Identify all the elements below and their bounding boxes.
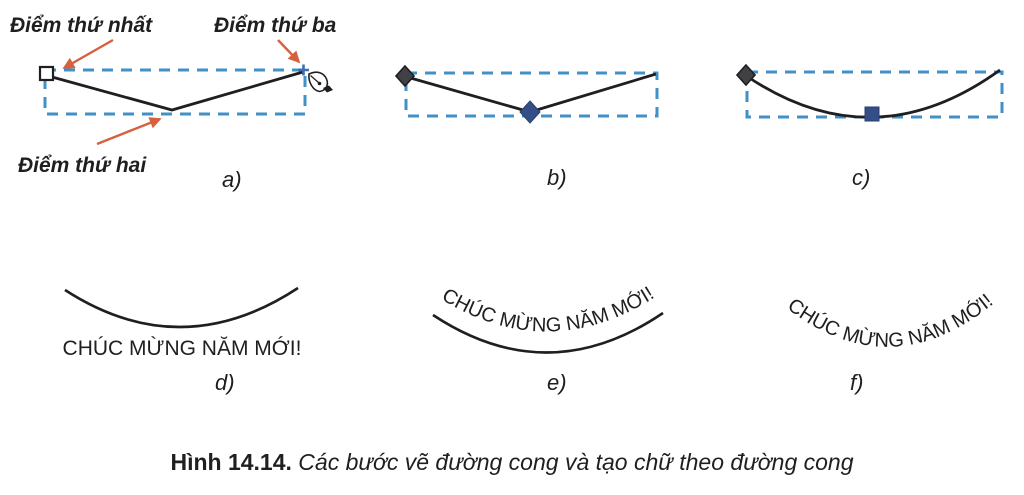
pen-tool-cursor-icon — [308, 71, 333, 93]
anchor-plus-icon — [298, 64, 309, 76]
end-node-diamond — [735, 63, 757, 87]
step-panel-f: CHÚC MỪNG NĂM MỚI! f) — [783, 290, 997, 395]
step-panel-b: b) — [394, 64, 659, 190]
panel-letter-c: c) — [852, 165, 870, 190]
figure-caption: Hình 14.14. Các bước vẽ đường cong và tạ… — [0, 449, 1024, 476]
figure-description: Các bước vẽ đường cong và tạo chữ theo đ… — [298, 449, 854, 475]
first-node-square — [38, 65, 55, 82]
step-panel-e: CHÚC MỪNG NĂM MỚI! e) — [432, 283, 664, 395]
end-node-diamond — [394, 64, 416, 88]
selection-box — [43, 68, 307, 116]
third-point-arrow — [277, 39, 301, 64]
greeting-text-colored: CHÚC MỪNG NĂM MỚI! — [783, 290, 997, 352]
panel-letter-e: e) — [547, 370, 567, 395]
drawn-polyline — [51, 70, 304, 112]
panel-letter-b: b) — [547, 165, 567, 190]
drawn-curve — [432, 311, 664, 354]
second-point-arrow — [96, 117, 162, 146]
step-panel-c: c) — [735, 63, 1004, 190]
selected-node-square — [864, 106, 880, 122]
panel-letter-a: a) — [222, 167, 242, 192]
first-point-arrow — [62, 38, 114, 70]
selected-node-diamond — [519, 100, 541, 124]
step-panel-d: CHÚC MỪNG NĂM MỚI! d) — [63, 286, 302, 395]
figure-number: Hình 14.14. — [170, 449, 292, 475]
third-point-label: Điểm thứ ba — [214, 14, 337, 37]
step-panel-a: Điểm thứ nhất Điểm thứ ba Điểm thứ hai a… — [10, 14, 337, 192]
first-point-label: Điểm thứ nhất — [10, 14, 153, 37]
drawn-curve — [64, 286, 299, 329]
panel-letter-d: d) — [215, 370, 235, 395]
greeting-text-straight: CHÚC MỪNG NĂM MỚI! — [63, 337, 302, 360]
panel-letter-f: f) — [850, 370, 863, 395]
second-point-label: Điểm thứ hai — [18, 154, 147, 177]
greeting-text-on-path: CHÚC MỪNG NĂM MỚI! — [438, 283, 658, 337]
